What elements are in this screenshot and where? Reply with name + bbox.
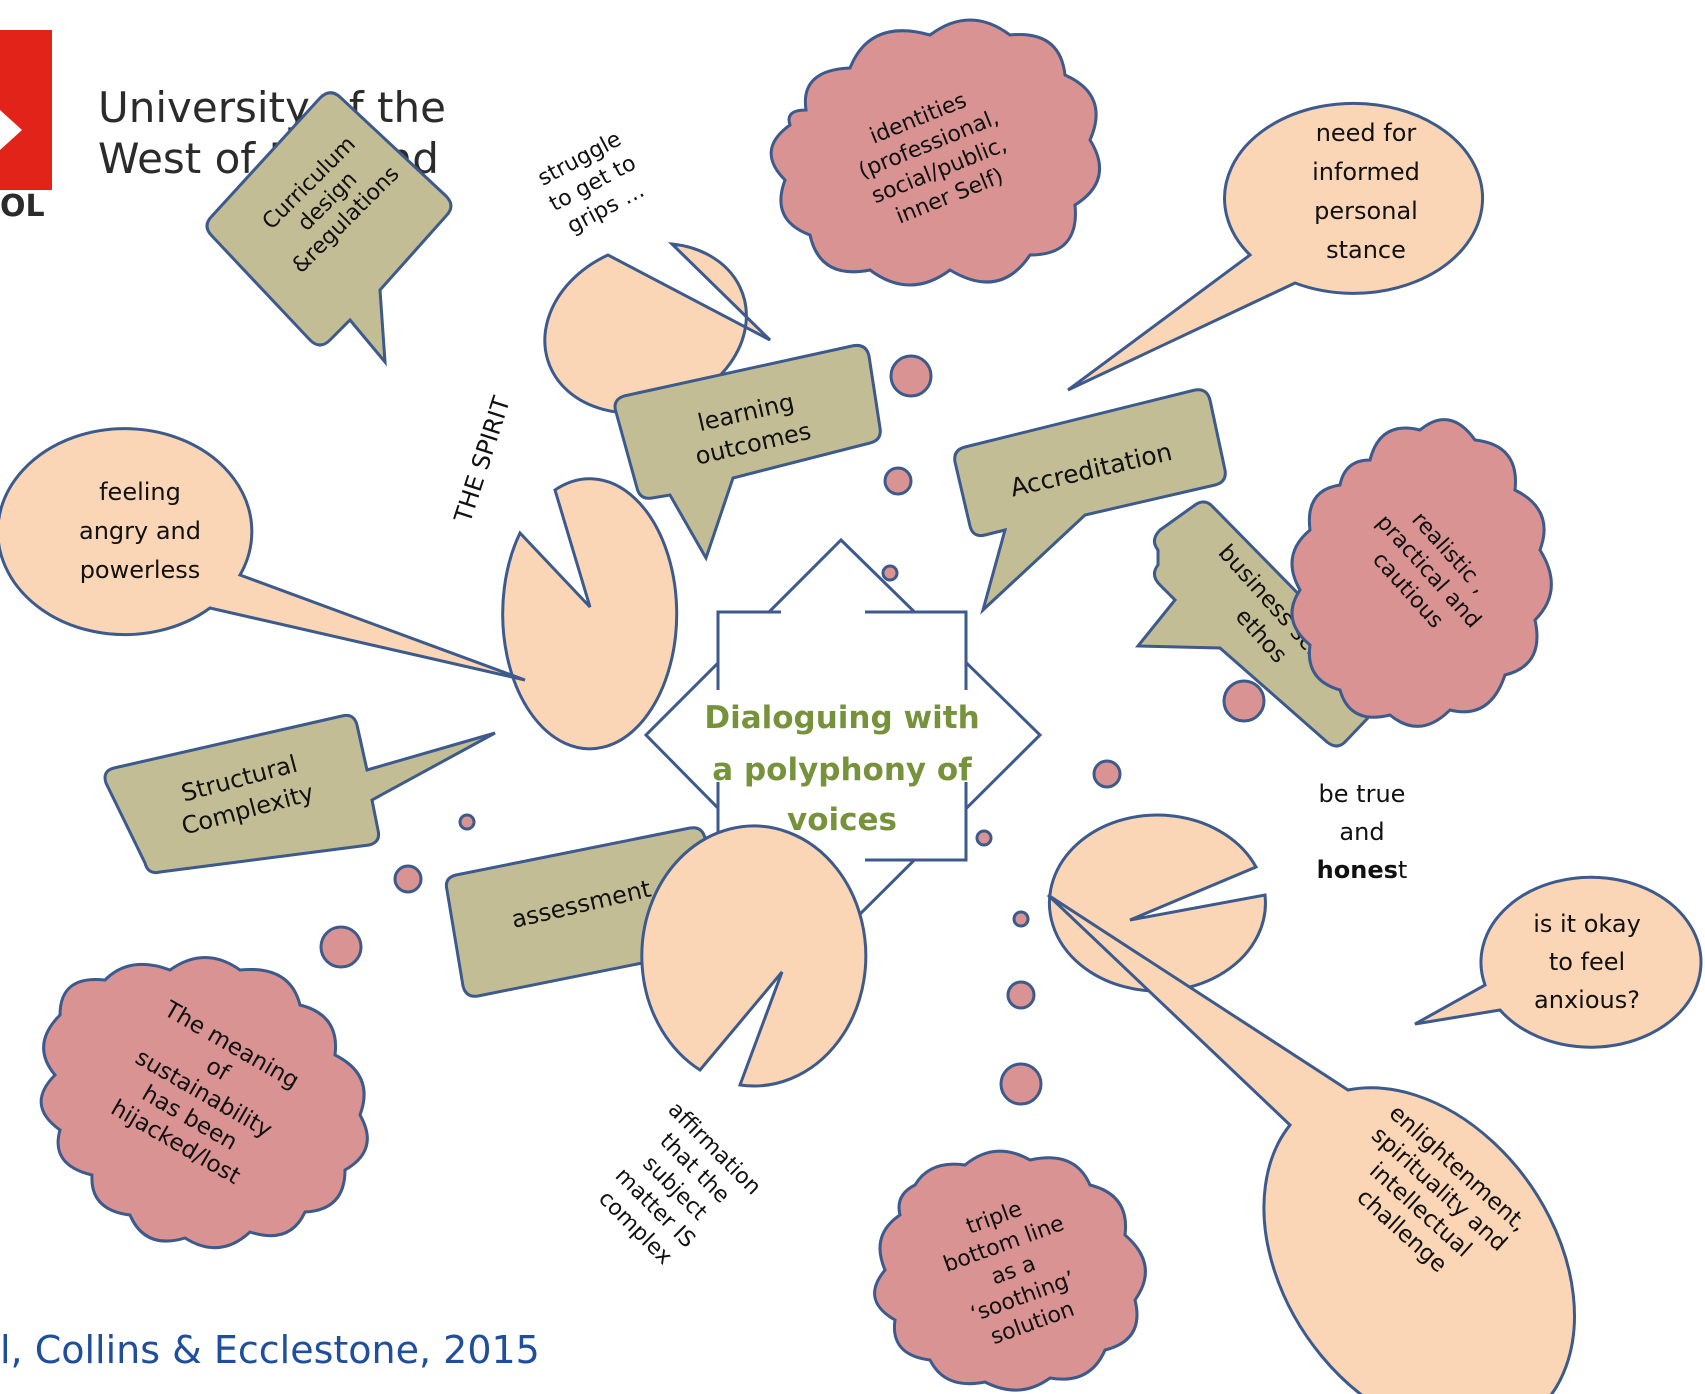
speech-struggle: struggle to get to grips …	[534, 127, 772, 415]
cloud-identities-shape	[769, 18, 1102, 287]
thought-dot	[1222, 679, 1266, 723]
speech-true-line3: honest	[1317, 856, 1408, 884]
callout-learning: learning outcomes	[613, 344, 882, 562]
speech-feeling-line3: powerless	[80, 556, 201, 584]
callout-structural-shape	[103, 713, 496, 875]
speech-spirit-text: THE SPIRIT	[449, 393, 516, 527]
center-square-gap-left	[713, 690, 723, 782]
speech-spirit-shape	[501, 477, 679, 751]
speech-enlightenment-shape	[1046, 893, 1576, 1394]
speech-anxious-line3: anxious?	[1534, 986, 1640, 1014]
thought-dot	[458, 813, 476, 831]
speech-informed: need for informed personal stance	[1067, 101, 1485, 392]
cloud-triple-shape	[873, 1149, 1147, 1392]
speech-affirmation-shape	[640, 824, 868, 1088]
thought-dot	[1012, 910, 1030, 928]
speech-informed-line1: need for	[1316, 119, 1417, 147]
center-title-line2: a polyphony of	[712, 752, 972, 788]
speech-anxious-line2: to feel	[1549, 948, 1625, 976]
callout-learning-shape	[613, 344, 882, 562]
speech-informed-line4: stance	[1326, 236, 1406, 264]
speech-informed-line3: personal	[1314, 197, 1418, 225]
speech-true-bold: hones	[1317, 856, 1398, 884]
thought-dot	[999, 1062, 1043, 1106]
thought-dot	[889, 354, 933, 398]
callout-curriculum: Curriculum design &regulations	[205, 91, 453, 367]
speech-feeling-line1: feeling	[99, 478, 181, 506]
callout-accreditation-shape	[953, 388, 1227, 615]
speech-true: be true and honest	[1047, 780, 1408, 993]
callout-structural: Structural Complexity	[103, 713, 496, 875]
cloud-sustainability: The meaning of sustainability has been h…	[39, 956, 369, 1250]
cloud-realistic-shape	[1290, 418, 1553, 728]
cloud-realistic: realistic , practical and cautious	[1290, 418, 1553, 728]
speech-informed-line2: informed	[1312, 158, 1420, 186]
speech-enlightenment: enlightenment, spirituality and intellec…	[1046, 893, 1576, 1394]
cloud-sustainability-shape	[39, 956, 369, 1250]
thought-dot	[1092, 759, 1122, 789]
speech-affirmation: affirmation that the subject matter IS c…	[593, 824, 868, 1270]
center-title-line3: voices	[787, 802, 897, 838]
logo-fragment: OL	[0, 189, 45, 224]
thought-dot	[975, 829, 993, 847]
citation: l, Collins & Ecclestone, 2015	[0, 1328, 540, 1372]
speech-true-line1: be true	[1319, 780, 1406, 808]
university-name-line1: University of the	[98, 83, 446, 132]
logo-red-mark	[0, 30, 52, 190]
speech-true-line2: and	[1339, 818, 1384, 846]
speech-feeling-shape	[0, 427, 526, 682]
callout-curriculum-shape	[205, 91, 453, 367]
thought-dot	[881, 564, 899, 582]
cloud-triple: triple bottom line as a ‘soothing’ solut…	[873, 1149, 1147, 1392]
speech-anxious-shape	[1414, 875, 1703, 1049]
thought-dots	[319, 354, 1266, 1106]
speech-anxious: is it okay to feel anxious?	[1414, 875, 1703, 1049]
center-square	[716, 610, 968, 862]
cloud-identities: identities (professional, social/public,…	[769, 18, 1102, 287]
thought-dot	[883, 466, 913, 496]
thought-dot	[319, 925, 363, 969]
center-title-line1: Dialoguing with	[704, 700, 979, 736]
callout-accreditation: Accreditation	[953, 388, 1227, 615]
center-square-gap-right	[961, 690, 971, 782]
center-square-gap-top	[781, 607, 865, 617]
speech-feeling-line2: angry and	[79, 517, 201, 545]
speech-true-rest: t	[1398, 856, 1407, 884]
speech-informed-shape	[1067, 101, 1485, 392]
speech-feeling: feeling angry and powerless	[0, 427, 526, 682]
thought-dot	[393, 864, 423, 894]
thought-dot	[1006, 980, 1036, 1010]
speech-anxious-line1: is it okay	[1533, 910, 1641, 938]
